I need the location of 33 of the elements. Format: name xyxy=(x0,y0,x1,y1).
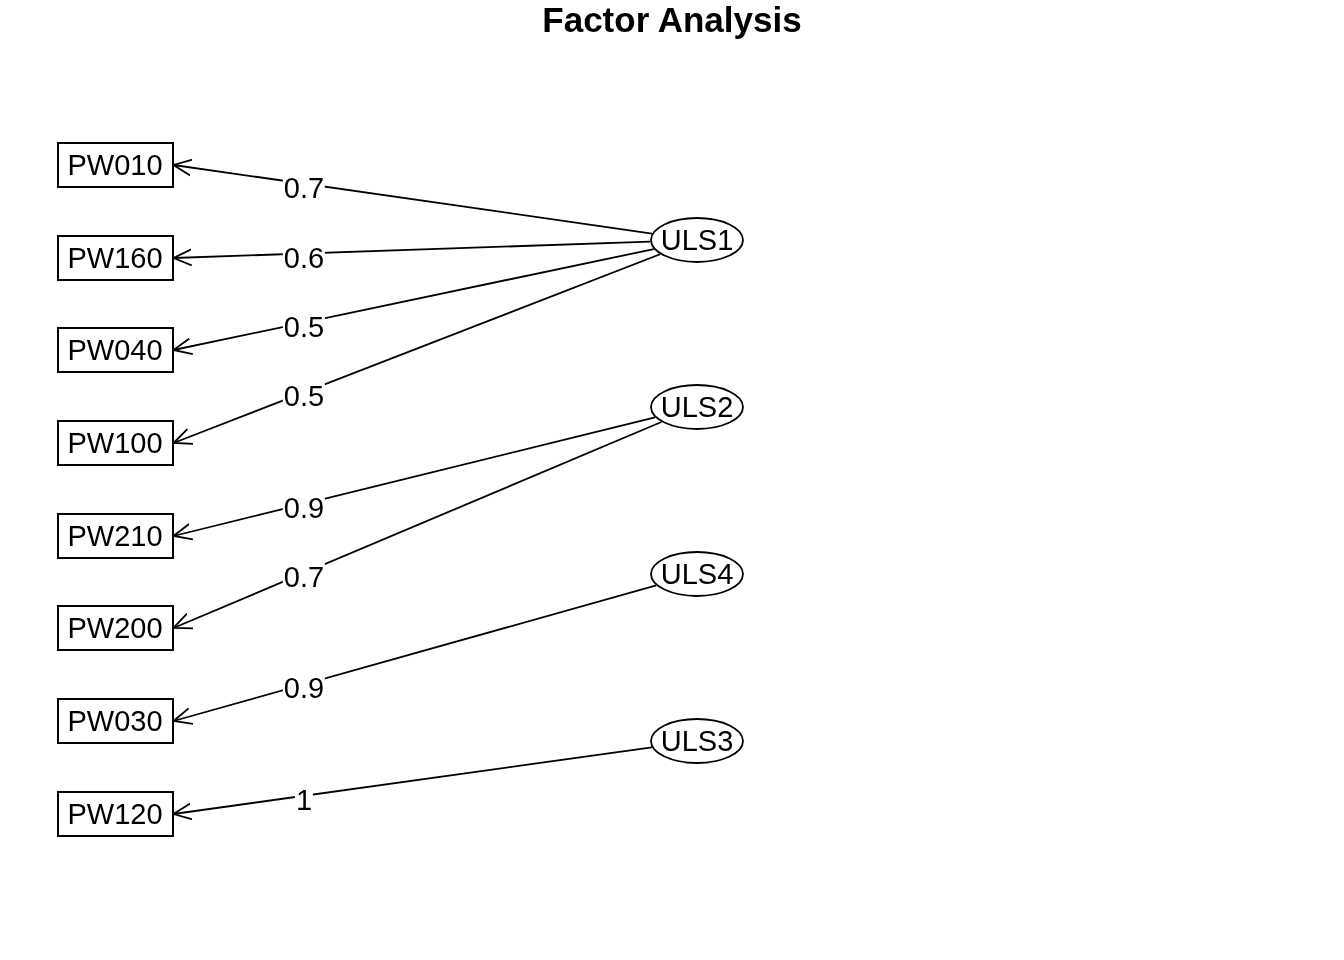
diagram-title: Factor Analysis xyxy=(541,0,803,40)
variable-box xyxy=(56,420,174,466)
variable-box xyxy=(56,513,174,559)
factor-ellipse xyxy=(650,551,744,597)
arrow xyxy=(172,253,662,445)
node-label: PW010 xyxy=(67,148,163,182)
node-label: PW160 xyxy=(67,241,163,275)
arrow xyxy=(172,746,653,821)
node-label: ULS4 xyxy=(660,557,734,591)
variable-box xyxy=(56,327,174,373)
node-label: PW040 xyxy=(67,333,163,367)
arrow xyxy=(172,240,651,267)
arrow xyxy=(172,416,656,541)
node-label: ULS1 xyxy=(660,223,734,257)
arrow xyxy=(172,248,655,356)
node-label: PW100 xyxy=(67,426,163,460)
variable-box xyxy=(56,605,174,651)
factor-ellipse xyxy=(650,384,744,430)
factor-ellipse xyxy=(650,718,744,764)
node-label: ULS2 xyxy=(660,390,734,424)
node-label: PW030 xyxy=(67,704,163,738)
variable-box xyxy=(56,142,174,188)
node-label: ULS3 xyxy=(660,724,734,758)
node-label: PW120 xyxy=(67,797,163,831)
node-label: PW210 xyxy=(67,519,163,553)
factor-ellipse xyxy=(650,217,744,263)
variable-box xyxy=(56,698,174,744)
variable-box xyxy=(56,235,174,281)
node-label: PW200 xyxy=(67,611,163,645)
arrow xyxy=(172,158,653,235)
arrow xyxy=(172,584,658,725)
variable-box xyxy=(56,791,174,837)
arrow xyxy=(172,421,663,630)
